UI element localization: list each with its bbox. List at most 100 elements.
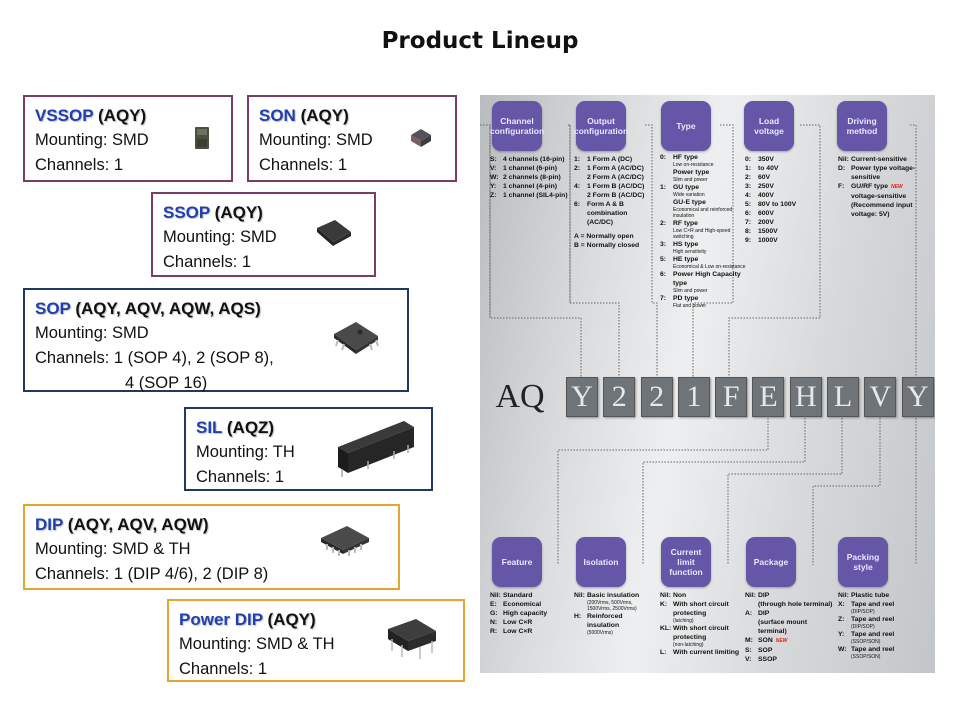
option-label: Tape and reel (851, 616, 895, 623)
mounting-label: Mounting: SMD & TH (35, 540, 191, 558)
package-card-power-dip: Power DIP (AQY) Mounting: SMD & TH Chann… (167, 599, 465, 682)
option-body: Form A & B combination (AC/DC) (587, 200, 649, 227)
option-code: 4: (574, 183, 581, 190)
option-label: HE type (673, 256, 699, 263)
option-code: L: (660, 649, 667, 656)
option-item: 4:1 Form B (AC/DC) (574, 182, 649, 191)
option-label: HS type (673, 241, 699, 248)
channels-label-continued: 4 (SOP 16) (125, 374, 208, 392)
option-code: 3: (660, 241, 667, 248)
part-char-driving: F (715, 377, 748, 417)
option-body: 1 Form A (AC/DC) (587, 164, 644, 173)
option-item: W:Tape and reel(SSOP/SON) (838, 645, 918, 660)
option-code: K: (660, 601, 668, 608)
option-item: X:Tape and reel(DIP/SOP) (838, 600, 918, 615)
option-item: 2:1 Form A (AC/DC) (574, 164, 649, 173)
option-code: 6: (660, 271, 667, 278)
option-label-continued: voltage-sensitive (Recommend input volta… (851, 193, 913, 218)
channels-label: Channels: 1 (35, 156, 124, 174)
option-code: V: (490, 165, 497, 172)
connector-lines (480, 124, 917, 565)
option-label: DIP (758, 610, 770, 617)
option-label: Power High Capacity type (673, 271, 741, 287)
option-sublabel: High sensitivity (673, 249, 707, 255)
option-label: 1 channel (SIL4-pin) (503, 192, 568, 199)
option-sublabel: (non-latching) (673, 642, 704, 648)
option-body: Economical (503, 600, 541, 609)
option-item: S:SOP (745, 646, 835, 655)
option-body: With short circuit protecting(latching) (673, 600, 742, 624)
channels-label: Channels: 1 (259, 156, 348, 174)
new-badge: NEW (891, 184, 903, 190)
option-label: Tape and reel (851, 631, 895, 638)
option-code: 2: (660, 220, 667, 227)
option-label: Non (673, 592, 687, 599)
series-label: (AQY, AQV, AQW) (67, 515, 209, 534)
option-item: L: With current limiting (660, 648, 742, 657)
option-body: DIP(through hole terminal) (758, 591, 832, 609)
option-body: 1500V (758, 227, 778, 236)
option-item: KL:With short circuit protecting(non-lat… (660, 624, 742, 648)
option-body: Tape and reel(DIP/SOP) (851, 615, 894, 630)
option-code: 1: (660, 184, 667, 191)
option-body: SOP (758, 646, 772, 655)
option-item: Nil:Plastic tube (838, 591, 918, 600)
option-code: M: (745, 637, 753, 644)
series-label: (AQZ) (226, 418, 275, 437)
option-item: Nil:Standard (490, 591, 547, 600)
option-code: W: (490, 174, 499, 181)
series-label: (AQY, AQV, AQW, AQS) (75, 299, 261, 318)
option-sublabel: (SSOP/SON) (851, 654, 881, 660)
option-label: 400V (758, 192, 774, 199)
option-code: A: (745, 610, 753, 617)
option-label: Basic insulation (587, 592, 640, 599)
option-label: 80V to 100V (758, 201, 797, 208)
mounting-label: Mounting: SMD (35, 324, 149, 342)
series-label: (AQY) (300, 106, 349, 125)
option-label: Tape and reel (851, 646, 895, 653)
option-body: Tape and reel(SSOP/SON) (851, 645, 894, 660)
option-sublabel: (SSOP/SON) (851, 639, 881, 645)
option-code: 5: (745, 201, 752, 208)
power-dip-chip-icon (388, 619, 436, 659)
option-body: 1 channel (4-pin) (503, 182, 557, 191)
option-item: 2 Form B (AC/DC) (574, 191, 649, 200)
option-code (660, 168, 673, 183)
option-code (574, 191, 587, 200)
option-item: H:Reinforced insulation(5000Vrms) (574, 612, 646, 636)
option-body: Low C×R (503, 618, 532, 627)
option-body: 350V (758, 155, 774, 164)
package-name: SOP (35, 299, 71, 318)
option-item: Nil:Current-sensitive (838, 155, 918, 164)
option-label: DIP (758, 592, 770, 599)
option-sublabel: Flat and power (673, 303, 707, 309)
part-char-package: V (864, 377, 897, 417)
option-sublabel: Economical and reinforced insulation (673, 207, 733, 219)
option-item: Z:1 channel (SIL4-pin) (490, 191, 568, 200)
son-chip-icon (411, 129, 431, 147)
mounting-label: Mounting: SMD (259, 131, 373, 149)
part-char-type: 2 (640, 377, 673, 417)
mounting-label: Mounting: SMD (163, 228, 277, 246)
mounting-label: Mounting: TH (196, 443, 295, 461)
option-body: 600V (758, 209, 774, 218)
option-item: D:Power type voltage-sensitive (838, 164, 918, 182)
option-item: 2 Form A (AC/DC) (574, 173, 649, 182)
option-label: With current limiting (673, 649, 740, 656)
dip-chip-icon (321, 526, 369, 556)
option-item: K: With short circuit protecting(latching… (660, 600, 742, 624)
option-label: Form A & B combination (AC/DC) (587, 201, 628, 226)
package-card-sop: SOP (AQY, AQV, AQW, AQS) Mounting: SMD C… (23, 288, 409, 392)
option-code: 4: (745, 192, 752, 199)
option-body: 1 channel (6-pin) (503, 164, 557, 173)
